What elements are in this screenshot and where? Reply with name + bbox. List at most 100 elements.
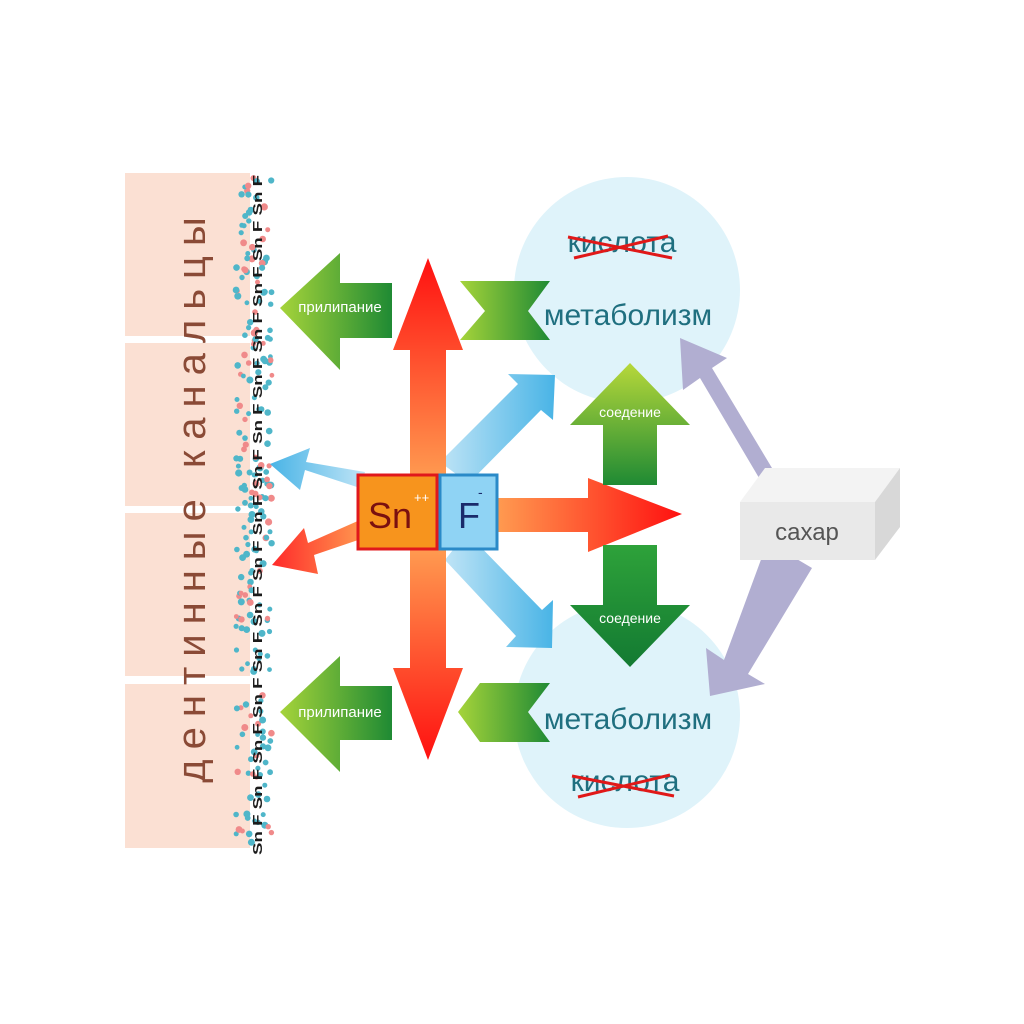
coating-dot <box>267 336 273 342</box>
coating-dot <box>247 502 254 509</box>
coating-dot <box>257 772 264 778</box>
coating-dot <box>255 720 262 727</box>
coating-dot <box>246 611 254 619</box>
coating-dot <box>238 230 244 236</box>
snf-coating-label: Sn F Sn F Sn F Sn F Sn F Sn F Sn F Sn F … <box>250 175 265 855</box>
metabolism-label-bottom: метаболизм <box>544 703 712 736</box>
adhesion-label-bottom: прилипание <box>298 704 381 721</box>
coating-dot <box>268 540 275 547</box>
coating-dot <box>267 769 273 776</box>
coating-dot <box>236 429 243 436</box>
coating-dot <box>250 345 256 351</box>
coating-dot <box>256 655 262 662</box>
coating-dot <box>259 560 267 568</box>
coating-dot <box>253 178 261 185</box>
fluoride-ion-box: F - <box>438 473 499 551</box>
coating-dot <box>258 698 264 704</box>
coating-dot <box>251 395 257 401</box>
dentin-label: дентинные канальцы <box>170 207 214 782</box>
sugar-arrow-to-bottom <box>706 546 812 696</box>
coating-dot <box>252 647 258 653</box>
fluoride-symbol: F <box>458 495 480 536</box>
metabolism-label-top: метаболизм <box>544 299 712 332</box>
dentin-block-4 <box>125 684 250 848</box>
coating-dot <box>255 765 261 771</box>
coating-dot <box>244 255 251 262</box>
coating-dot <box>258 406 265 413</box>
coating-dot <box>251 546 258 553</box>
coating-dot <box>237 598 245 606</box>
red-arrow-down <box>393 550 463 760</box>
dentin-tubules: дентинные канальцы <box>125 173 250 848</box>
coating-dot <box>233 811 239 818</box>
compound-label-bottom: соедение <box>599 610 661 626</box>
coating-dot <box>233 831 239 837</box>
coating-dot <box>257 462 265 469</box>
coating-dot <box>264 653 271 659</box>
coating-dot <box>259 716 267 724</box>
coating-dot <box>256 494 263 501</box>
blue-arrow-to-bottom-circle <box>445 534 553 648</box>
coating-dot <box>255 819 261 826</box>
coating-dot <box>264 476 270 483</box>
coating-dot <box>242 213 249 219</box>
adhesion-arrow-top: прилипание <box>280 253 392 370</box>
coating-dot <box>241 223 247 229</box>
coating-dot <box>250 748 258 756</box>
coating-dot <box>252 336 259 343</box>
sugar-label: сахар <box>775 519 839 546</box>
coating-dot <box>265 824 271 830</box>
coating-dot <box>260 812 266 818</box>
coating-dot <box>247 794 254 801</box>
tin-ion-box: Sn ++ <box>356 473 439 551</box>
coating-dot <box>234 408 240 414</box>
coating-dot <box>248 511 256 518</box>
fluoride-charge: - <box>478 484 483 500</box>
coating-dot <box>267 606 273 612</box>
coating-dot <box>242 499 248 506</box>
coating-dot <box>260 203 268 211</box>
coating-dot <box>245 830 253 838</box>
coating-dot <box>242 435 248 441</box>
coating-dot <box>252 490 259 497</box>
coating-dot <box>265 379 272 386</box>
coating-dot <box>264 440 271 448</box>
coating-dot <box>242 266 249 274</box>
dentin-block-2 <box>125 343 250 506</box>
coating-dot <box>263 795 271 803</box>
coating-dot <box>260 289 268 296</box>
coating-dot <box>265 227 271 233</box>
coating-dot <box>259 477 266 484</box>
coating-dot <box>242 592 249 598</box>
coating-dot <box>239 731 246 738</box>
coating-dot <box>262 384 269 391</box>
coating-dot <box>236 402 243 409</box>
coating-dot <box>235 469 243 477</box>
coating-dot <box>265 427 273 435</box>
coating-dot <box>266 463 272 469</box>
coating-dot <box>267 357 274 364</box>
coating-dot <box>266 482 273 490</box>
coating-dot <box>268 729 275 737</box>
coating-dot <box>241 482 247 489</box>
sugar-arrow-to-top <box>680 338 790 488</box>
coating-dot <box>250 618 258 625</box>
snf-coating-dots <box>232 175 275 846</box>
coating-dot <box>250 667 258 675</box>
coating-dot <box>255 369 262 376</box>
coating-dot <box>245 182 252 189</box>
coating-dot <box>245 770 252 776</box>
compound-arrow-up: соедение <box>570 363 690 485</box>
coating-dot <box>248 587 255 594</box>
coating-dot <box>238 590 244 596</box>
coating-dot <box>243 810 251 818</box>
blue-arrow-to-top-circle <box>440 374 555 486</box>
coating-dot <box>241 724 249 731</box>
coating-dot <box>259 264 266 271</box>
coating-dot <box>252 309 258 315</box>
coating-dot <box>265 518 273 526</box>
coating-dot <box>248 495 254 501</box>
blue-arrow-to-dentin <box>270 448 365 490</box>
coating-dot <box>254 360 260 366</box>
coating-dot <box>233 623 239 629</box>
